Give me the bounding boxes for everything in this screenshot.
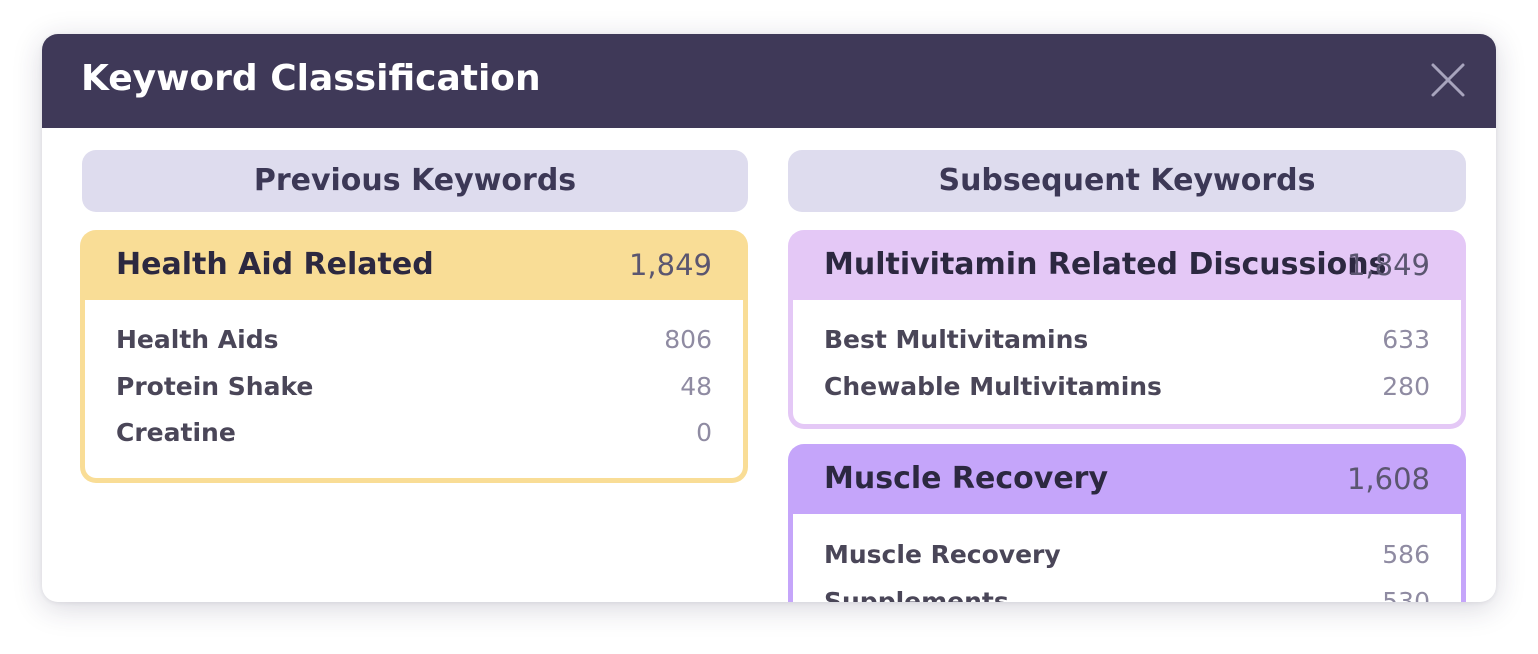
group-title: Muscle Recovery [824,461,1109,496]
group-count: 1,849 [1346,248,1430,282]
group-keyword-list: Muscle Recovery 586 Supplements 530 [793,514,1461,602]
keyword-row[interactable]: Muscle Recovery 586 [793,532,1461,579]
group-title: Health Aid Related [116,247,434,282]
keyword-row[interactable]: Creatine 0 [85,410,743,457]
keyword-row[interactable]: Supplements 530 [793,579,1461,603]
keyword-row[interactable]: Health Aids 806 [85,317,743,364]
modal-title: Keyword Classification [81,58,541,99]
keyword-count: 633 [1382,325,1430,354]
subsequent-keywords-header: Subsequent Keywords [788,150,1466,212]
keyword-row[interactable]: Chewable Multivitamins 280 [793,364,1461,411]
group-keyword-list: Health Aids 806 Protein Shake 48 Creatin… [85,300,743,478]
group-title: Multivitamin Related Discussions [824,247,1387,282]
close-icon [1431,63,1465,97]
group-muscle-recovery: Muscle Recovery 1,608 Muscle Recovery 58… [788,444,1466,602]
keyword-count: 280 [1382,371,1430,401]
keyword-count: 48 [680,371,712,401]
keyword-label: Chewable Multivitamins [824,371,1162,401]
group-count: 1,608 [1346,462,1430,496]
group-header: Health Aid Related 1,849 [80,230,748,300]
keyword-label: Creatine [116,418,236,447]
keyword-count: 806 [664,325,712,354]
previous-keywords-header: Previous Keywords [82,150,748,212]
keyword-count: 530 [1382,586,1430,603]
keyword-label: Supplements [824,586,1009,603]
keyword-label: Health Aids [116,325,279,354]
group-header: Muscle Recovery 1,608 [788,444,1466,514]
modal-header: Keyword Classification [42,34,1496,128]
keyword-count: 586 [1382,540,1430,569]
group-multivitamin-related-discussions: Multivitamin Related Discussions 1,849 B… [788,230,1466,429]
keyword-row[interactable]: Best Multivitamins 633 [793,317,1461,364]
group-health-aid-related: Health Aid Related 1,849 Health Aids 806… [80,230,748,483]
keyword-row[interactable]: Protein Shake 48 [85,364,743,411]
group-count: 1,849 [628,248,712,282]
close-button[interactable] [1428,60,1468,100]
keyword-label: Protein Shake [116,371,314,401]
group-keyword-list: Best Multivitamins 633 Chewable Multivit… [793,300,1461,424]
keyword-classification-modal: Keyword Classification Previous Keywords… [42,34,1496,602]
keyword-label: Muscle Recovery [824,540,1061,569]
keyword-label: Best Multivitamins [824,325,1089,354]
keyword-count: 0 [696,418,712,447]
group-header: Multivitamin Related Discussions 1,849 [788,230,1466,300]
